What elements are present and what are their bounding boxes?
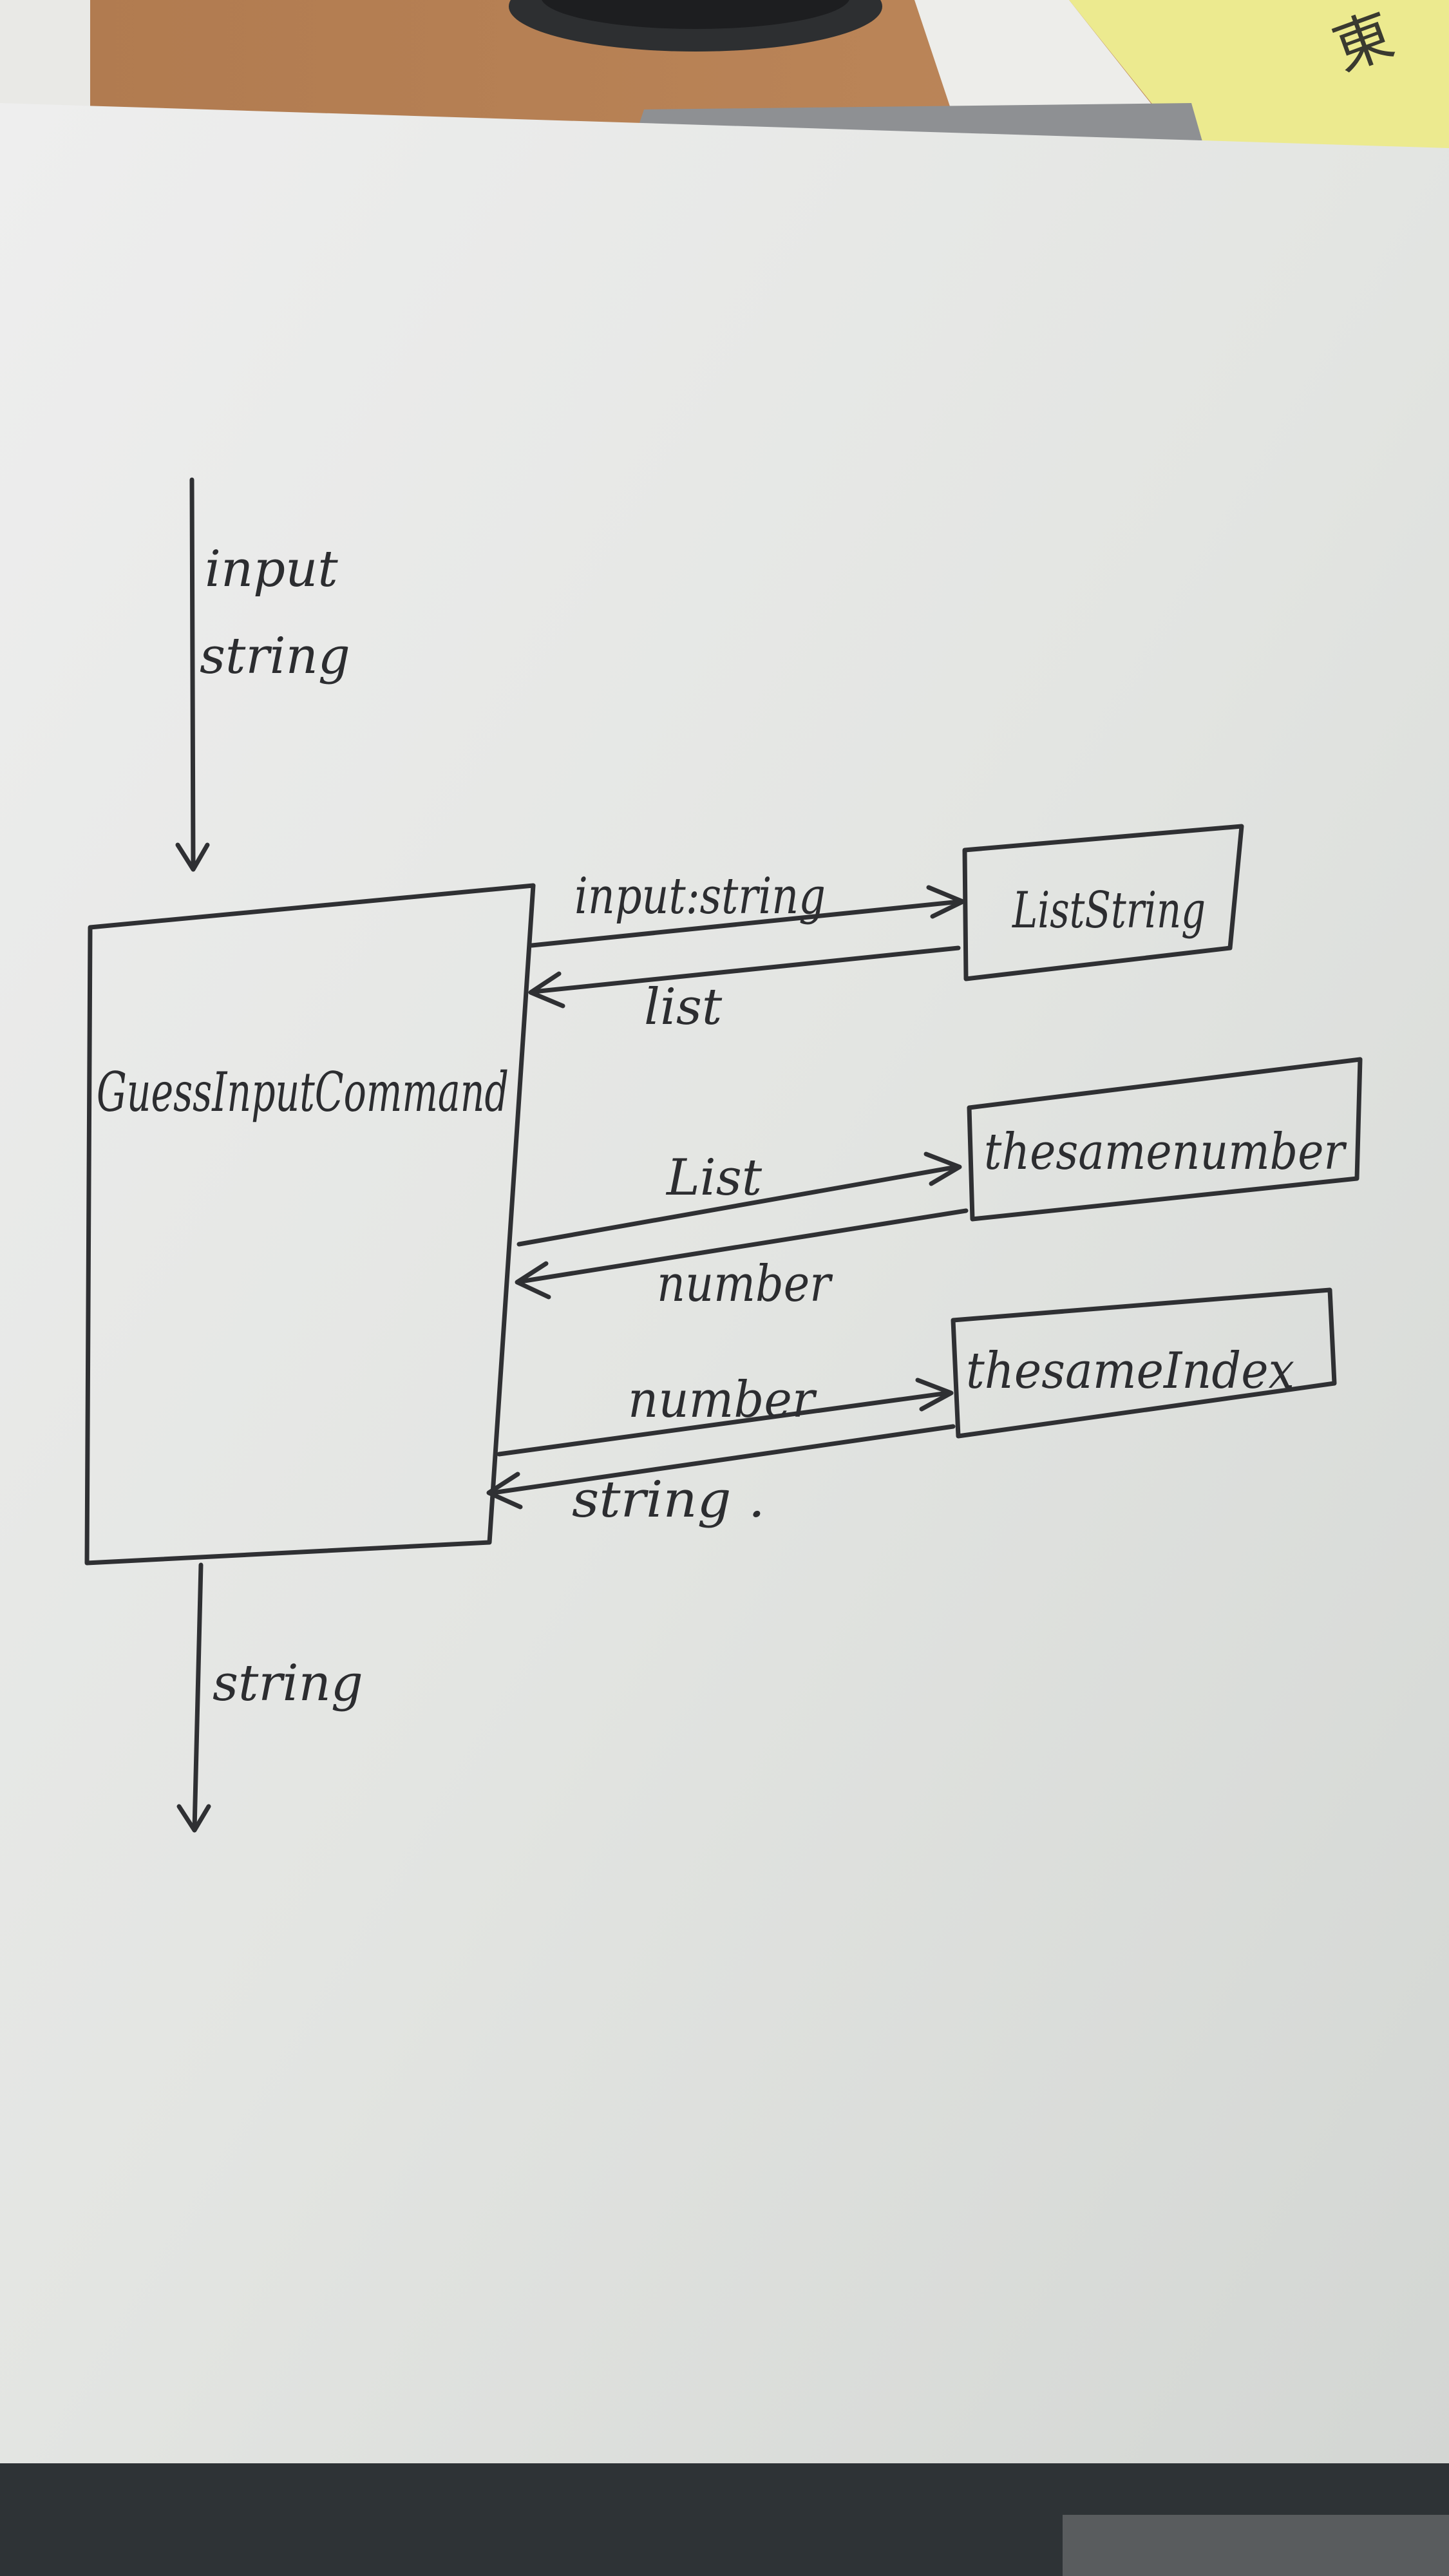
thesamenumber-box xyxy=(967,1057,1363,1222)
output-arrow xyxy=(176,1562,211,1833)
liststring-box-outline xyxy=(962,824,1244,981)
input-arrow-head xyxy=(175,842,210,872)
thesameindex-box-outline xyxy=(951,1287,1337,1439)
exchange-2-request-head xyxy=(923,1151,962,1186)
output-label: string xyxy=(213,1654,363,1712)
dark-object-inner xyxy=(542,0,849,29)
thesameindex-box xyxy=(951,1287,1337,1439)
exchange-2-response-label: number xyxy=(657,1255,833,1313)
exchange-1-request-line xyxy=(529,899,962,948)
input-arrow xyxy=(175,477,210,872)
exchange-1-response-arrow xyxy=(528,945,961,1009)
exchange-3-request-head xyxy=(915,1378,954,1412)
thesamenumber-box-outline xyxy=(967,1057,1363,1222)
exchange-3-response-label: string . xyxy=(572,1471,765,1529)
exchange-1-request-head xyxy=(926,885,965,919)
exchange-2-response-arrow xyxy=(515,1208,969,1300)
input-arrow-line xyxy=(189,477,196,869)
exchange-3-request-arrow xyxy=(497,1378,954,1457)
exchange-3-response-head xyxy=(486,1472,523,1510)
input-label-line2: string xyxy=(200,627,350,685)
input-label-line1: input xyxy=(205,540,338,598)
exchange-2-request-arrow xyxy=(516,1151,962,1247)
exchange-3-response-arrow xyxy=(486,1424,956,1510)
exchange-2-request-label: List xyxy=(665,1149,762,1207)
exchange-1-response-label: list xyxy=(644,978,723,1036)
exchange-2-response-line xyxy=(518,1208,969,1284)
exchange-2-response-head xyxy=(515,1261,551,1300)
exchange-2-request-line xyxy=(516,1164,959,1247)
exchange-3-response-line xyxy=(490,1424,956,1495)
thesameindex-box-label: thesameIndex xyxy=(966,1342,1294,1400)
exchange-1-request-arrow xyxy=(529,885,965,948)
exchange-1-response-head xyxy=(528,971,565,1009)
thesamenumber-box-label: thesamenumber xyxy=(984,1123,1347,1181)
paper-sheet xyxy=(0,103,1449,2470)
main-command-box-outline xyxy=(84,883,536,1566)
output-arrow-head xyxy=(176,1804,211,1833)
bottom-object xyxy=(1063,2515,1449,2576)
main-command-label: GuessInputCommand xyxy=(97,1061,509,1124)
exchange-3-request-line xyxy=(497,1390,951,1457)
liststring-box-label: ListString xyxy=(1011,882,1206,940)
liststring-box xyxy=(962,824,1244,981)
output-arrow-line xyxy=(192,1562,204,1832)
sticky-note xyxy=(1069,0,1449,161)
exchange-1-request-label: input:string xyxy=(574,867,826,925)
exchange-3-request-label: number xyxy=(628,1371,817,1429)
main-command-box xyxy=(84,883,536,1566)
exchange-1-response-line xyxy=(531,945,961,994)
